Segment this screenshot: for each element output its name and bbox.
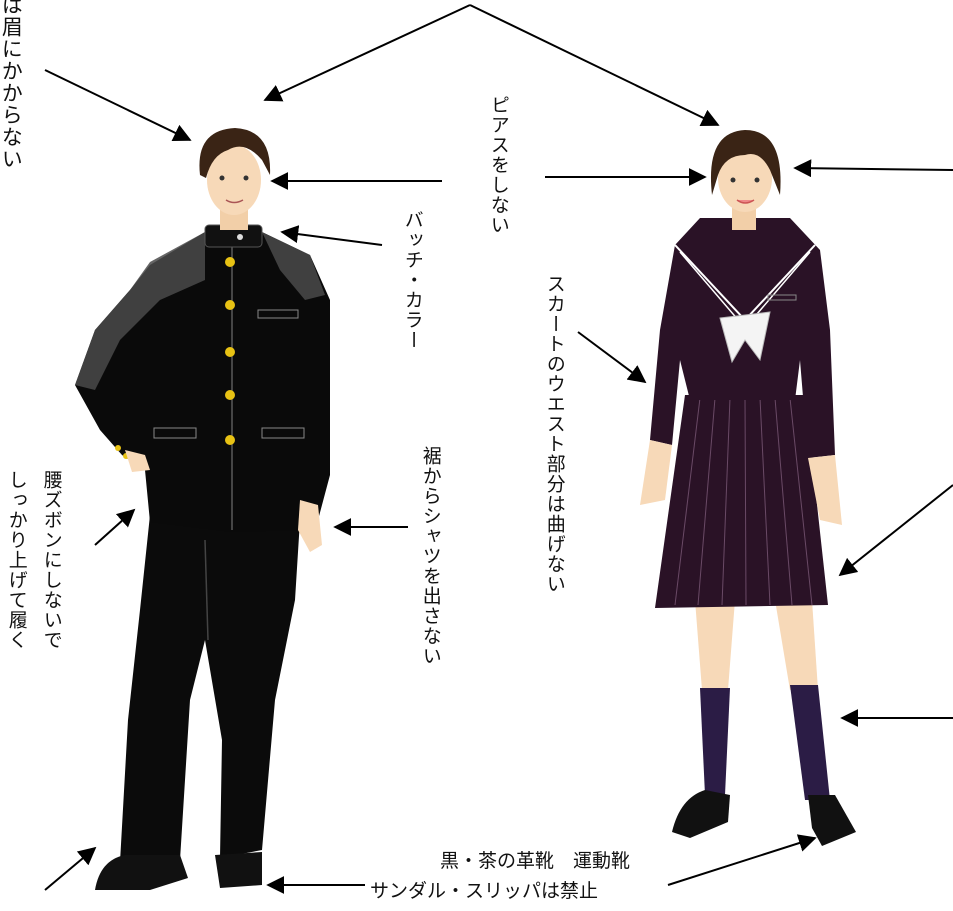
arrow-hair-boy	[44, 69, 192, 142]
label-hair-note: は眉にかからない	[0, 0, 24, 170]
girl-scarf	[719, 311, 771, 364]
label-badge-collar: バッチ・カラー	[401, 210, 424, 350]
arrow-skirt-hem	[838, 484, 953, 577]
girl-figure	[640, 130, 856, 846]
arrow-skirt-waist	[577, 331, 647, 384]
boy-shoe-right	[215, 852, 262, 888]
arrow-trousers	[94, 508, 136, 546]
girl-sock-right	[790, 685, 830, 800]
girl-sock-left	[700, 688, 730, 795]
girl-shoe-left	[672, 790, 730, 838]
girl-hair	[710, 130, 781, 195]
arrow-shoe-girl	[667, 834, 817, 886]
girl-skirt	[655, 395, 828, 608]
boy-trousers	[120, 515, 300, 862]
boy-hair	[199, 128, 271, 178]
girl-shoe-right	[808, 795, 856, 846]
boy-face	[207, 145, 261, 215]
arrow-top-to-girl	[469, 4, 720, 127]
boy-shoe-left	[95, 855, 188, 890]
boy-buttons	[115, 257, 235, 459]
label-sandals: サンダル・スリッパは禁止	[370, 880, 599, 902]
label-skirt-waist: スカートのウエスト部分は曲げない	[543, 274, 566, 594]
arrow-right-girl	[793, 159, 953, 178]
label-shoes: 黒・茶の革靴 運動靴	[440, 850, 631, 872]
arrow-top-to-boy	[263, 4, 471, 102]
label-shirt-hem: 裾からシャツを出さない	[419, 446, 442, 666]
annotation-arrows	[44, 4, 953, 894]
label-trousers-line1: しっかり上げて履く	[5, 470, 28, 650]
arrow-badge	[280, 225, 383, 246]
label-trousers-line2: 腰ズボンにしないで	[40, 470, 63, 650]
label-piercing: ピアスをしない	[487, 95, 510, 235]
arrow-shoe-boy	[44, 846, 97, 891]
girl-face	[718, 144, 772, 212]
boy-figure	[75, 128, 330, 890]
